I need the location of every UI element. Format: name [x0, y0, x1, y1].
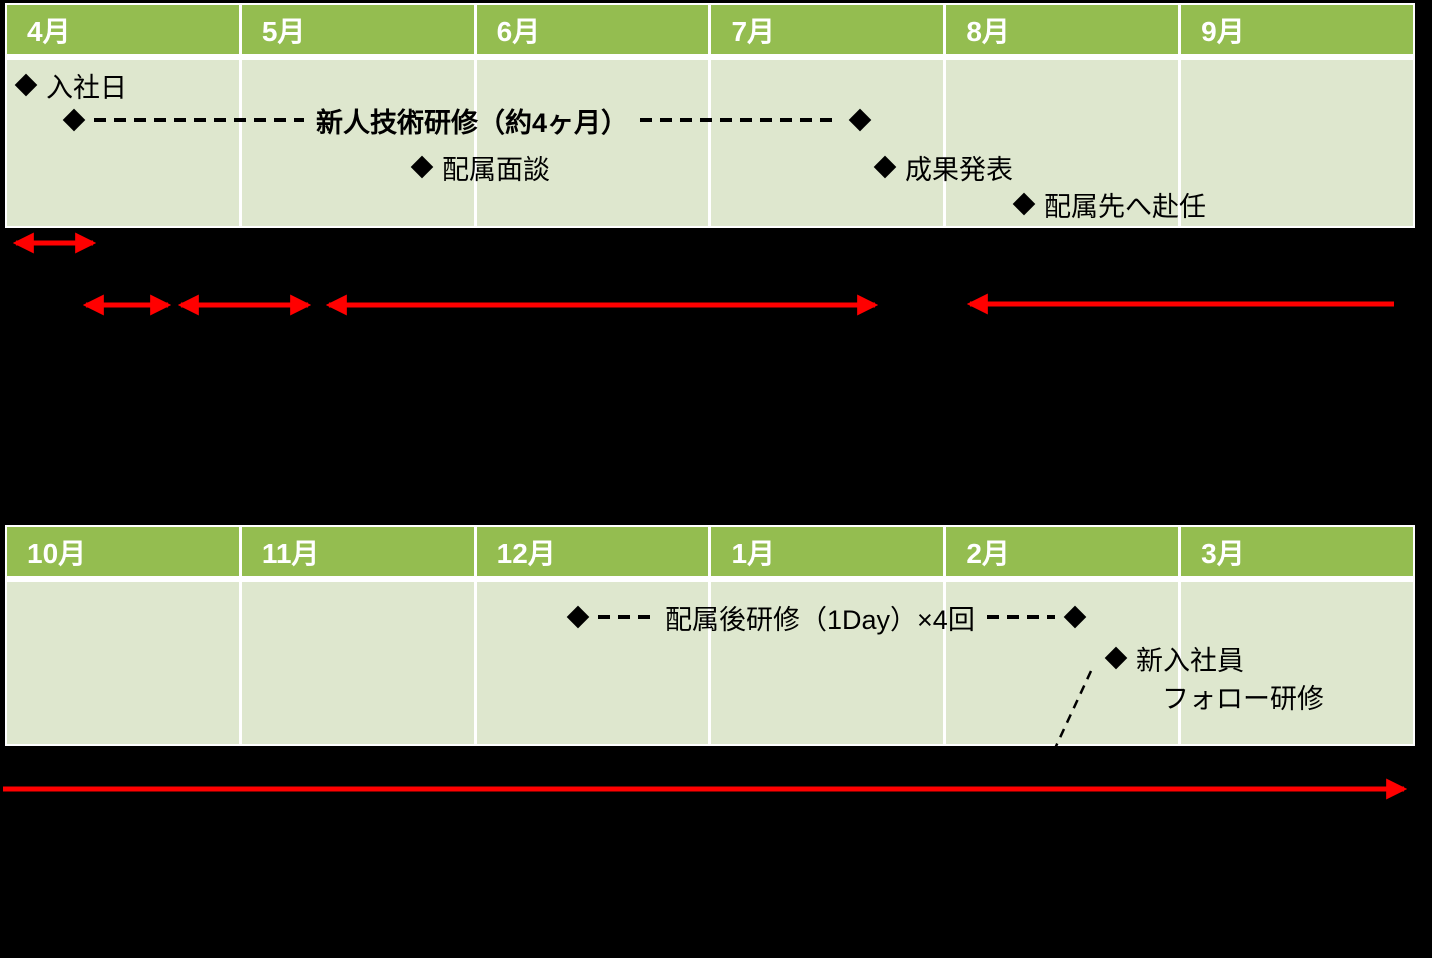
- milestone-joining-day: 入社日: [14, 68, 127, 103]
- milestone-diamond-icon: [1063, 605, 1087, 629]
- milestone-diamond-icon: [410, 155, 434, 179]
- milestone-label: 配属後研修（1Day）×4回: [665, 604, 975, 635]
- month-header-may: 5月: [241, 5, 474, 54]
- milestone-label: 新人技術研修（約4ヶ月）: [316, 107, 629, 138]
- dashed-connector-right: [986, 615, 1055, 619]
- milestone-followup-training: 新入社員: [1104, 641, 1244, 676]
- milestone-diamond-icon: [848, 108, 872, 132]
- month-header-april: 4月: [7, 5, 239, 54]
- milestone-diamond-icon: [1104, 646, 1128, 670]
- month-header-march: 3月: [1181, 527, 1413, 576]
- milestone-results-presentation: 成果発表: [873, 150, 1013, 185]
- milestone-assignment-departure: 配属先へ赴任: [1012, 187, 1206, 222]
- timeline-body-second-half: [7, 582, 1413, 744]
- month-cell-september: [1181, 60, 1413, 226]
- month-cell-july: [711, 60, 944, 226]
- month-cell-august: [946, 60, 1179, 226]
- milestone-diamond-icon: [14, 73, 38, 97]
- month-header-october: 10月: [7, 527, 239, 576]
- dashed-connector-left: [94, 118, 304, 122]
- month-cell-may: [241, 60, 474, 226]
- milestone-label: 新入社員: [1136, 645, 1244, 676]
- milestone-label: 配属先へ赴任: [1044, 191, 1206, 222]
- milestone-followup-training-line2: フォロー研修: [1162, 679, 1324, 714]
- month-header-row-first-half: 4月 5月 6月 7月 8月 9月: [7, 5, 1413, 54]
- month-cell-june: [476, 60, 709, 226]
- month-header-january: 1月: [711, 527, 944, 576]
- month-header-june: 6月: [476, 5, 709, 54]
- month-cell-march: [1181, 582, 1413, 744]
- dashed-connector-left: [598, 615, 653, 619]
- month-cell-april: [7, 60, 239, 226]
- milestone-diamond-icon: [566, 605, 590, 629]
- timeline-body-first-half: [7, 60, 1413, 226]
- milestone-diamond-icon: [62, 108, 86, 132]
- milestone-assignment-interview: 配属面談: [410, 150, 550, 185]
- milestone-label: 配属面談: [442, 154, 550, 185]
- milestone-label: 成果発表: [905, 154, 1013, 185]
- milestone-label: フォロー研修: [1162, 683, 1324, 714]
- schedule-table-first-half: 4月 5月 6月 7月 8月 9月: [5, 3, 1415, 228]
- milestone-label: 入社日: [46, 72, 127, 103]
- month-header-november: 11月: [241, 527, 474, 576]
- month-header-july: 7月: [711, 5, 944, 54]
- dashed-connector-right: [640, 118, 841, 122]
- schedule-table-second-half: 10月 11月 12月 1月 2月 3月: [5, 525, 1415, 746]
- milestone-technical-training-span: 新人技術研修（約4ヶ月）: [62, 103, 872, 138]
- month-header-december: 12月: [476, 527, 709, 576]
- month-header-row-second-half: 10月 11月 12月 1月 2月 3月: [7, 527, 1413, 576]
- month-cell-november: [241, 582, 474, 744]
- month-cell-december: [476, 582, 709, 744]
- month-cell-january: [711, 582, 944, 744]
- milestone-diamond-icon: [1012, 192, 1036, 216]
- month-header-september: 9月: [1181, 5, 1413, 54]
- month-header-august: 8月: [946, 5, 1179, 54]
- month-header-february: 2月: [946, 527, 1179, 576]
- month-cell-october: [7, 582, 239, 744]
- milestone-diamond-icon: [873, 155, 897, 179]
- milestone-post-assignment-training-span: 配属後研修（1Day）×4回: [566, 600, 1087, 635]
